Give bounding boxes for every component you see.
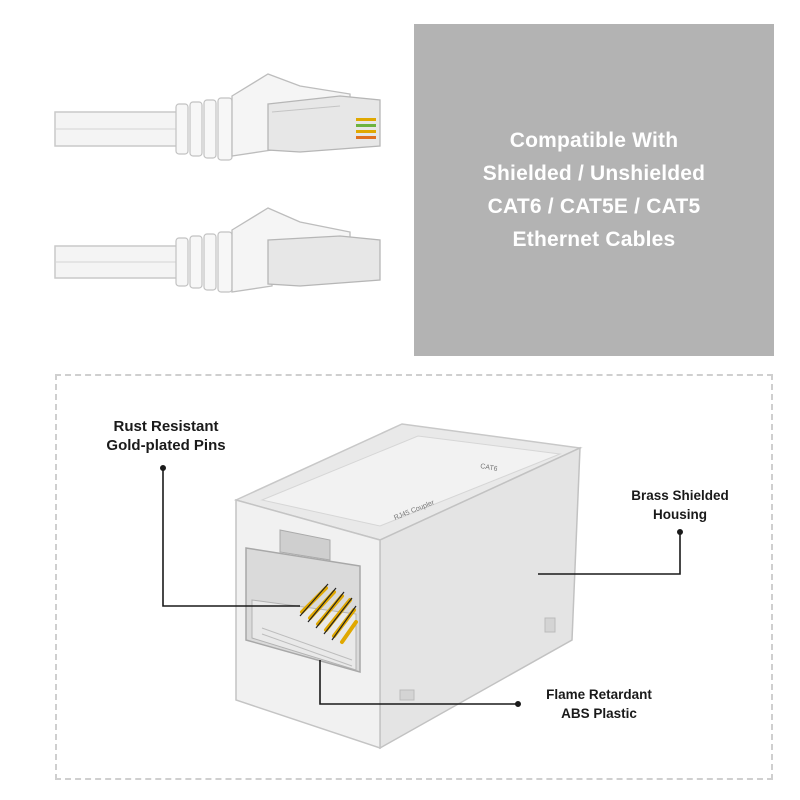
coupler-frame xyxy=(55,374,773,780)
callout-line-flame xyxy=(319,660,518,705)
upper-plug-gold-contacts xyxy=(356,118,376,139)
lower-cable xyxy=(54,207,381,293)
callout-rust-line-1: Rust Resistant xyxy=(113,418,219,435)
callout-lines xyxy=(160,464,683,707)
callout-flame-line-2: ABS Plastic xyxy=(561,706,637,721)
coupler-cat-label: CAT6 xyxy=(480,463,498,473)
ethernet-cables-illustration xyxy=(54,73,381,293)
callout-brass-line-1: Brass Shielded xyxy=(631,488,729,503)
compat-line-1: Compatible With xyxy=(509,129,679,152)
compat-line-2: Shielded / Unshielded xyxy=(482,162,706,185)
callout-brass-line-2: Housing xyxy=(653,507,707,522)
compat-line-3: CAT6 / CAT5E / CAT5 xyxy=(487,195,701,218)
callout-rust-line-2: Gold-plated Pins xyxy=(106,437,226,454)
callout-brass-shielded-housing: Brass Shielded Housing xyxy=(610,486,750,524)
callout-flame-retardant-abs: Flame Retardant ABS Plastic xyxy=(524,685,674,723)
compat-line-4: Ethernet Cables xyxy=(512,228,676,251)
compatibility-panel: Compatible With Shielded / Unshielded CA… xyxy=(414,24,774,356)
callout-line-brass xyxy=(538,532,681,575)
callout-line-rust xyxy=(162,468,300,607)
callout-rust-resistant-pins: Rust Resistant Gold-plated Pins xyxy=(86,417,246,455)
callout-flame-line-1: Flame Retardant xyxy=(546,687,652,702)
upper-cable xyxy=(54,73,381,161)
